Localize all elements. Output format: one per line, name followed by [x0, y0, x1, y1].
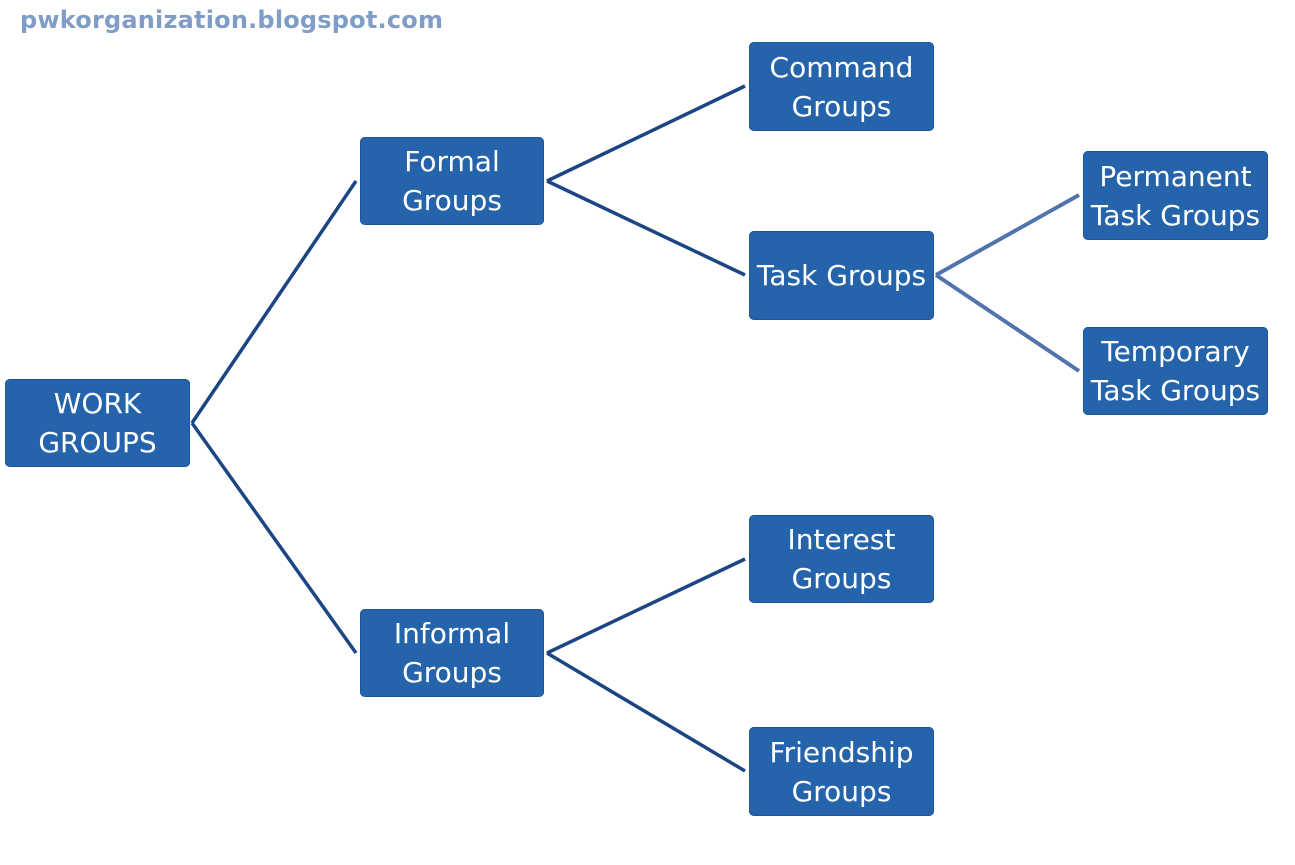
edge-task-temporary: [934, 273, 1081, 373]
edge-root-formal: [190, 180, 358, 424]
node-label-line: Groups: [791, 89, 892, 123]
edge-informal-interest: [546, 557, 746, 655]
edge-formal-task: [546, 179, 746, 277]
node-label-line: Task Groups: [756, 259, 927, 292]
node-label-line: Temporary: [1101, 335, 1250, 368]
edge-task-permanent: [935, 193, 1080, 277]
node-label-line: Formal: [404, 145, 500, 178]
node-label-line: Interest: [787, 523, 896, 556]
node-task-groups: Task Groups: [749, 231, 934, 320]
node-label-line: Groups: [791, 774, 892, 808]
edge-formal-command: [546, 84, 746, 183]
node-label-line: Groups: [402, 656, 502, 689]
node-label-line: Informal: [393, 617, 511, 650]
node-label-line: Task Groups: [1090, 374, 1261, 407]
watermark-text: pwkorganization.blogspot.com: [20, 6, 444, 34]
node-label-line: Command: [769, 50, 914, 84]
node-label-line: Groups: [791, 562, 892, 595]
edge-root-informal: [190, 421, 358, 655]
node-label-line: Groups: [402, 184, 502, 217]
node-work-groups: WORK GROUPS: [5, 379, 190, 467]
node-label-line: WORK: [53, 387, 142, 420]
node-label-line: Permanent: [1099, 159, 1252, 193]
node-label-line: Friendship: [769, 735, 914, 769]
node-label-line: Task Groups: [1090, 198, 1261, 232]
node-label-line: GROUPS: [38, 426, 157, 459]
edge-informal-friendship: [546, 651, 746, 773]
